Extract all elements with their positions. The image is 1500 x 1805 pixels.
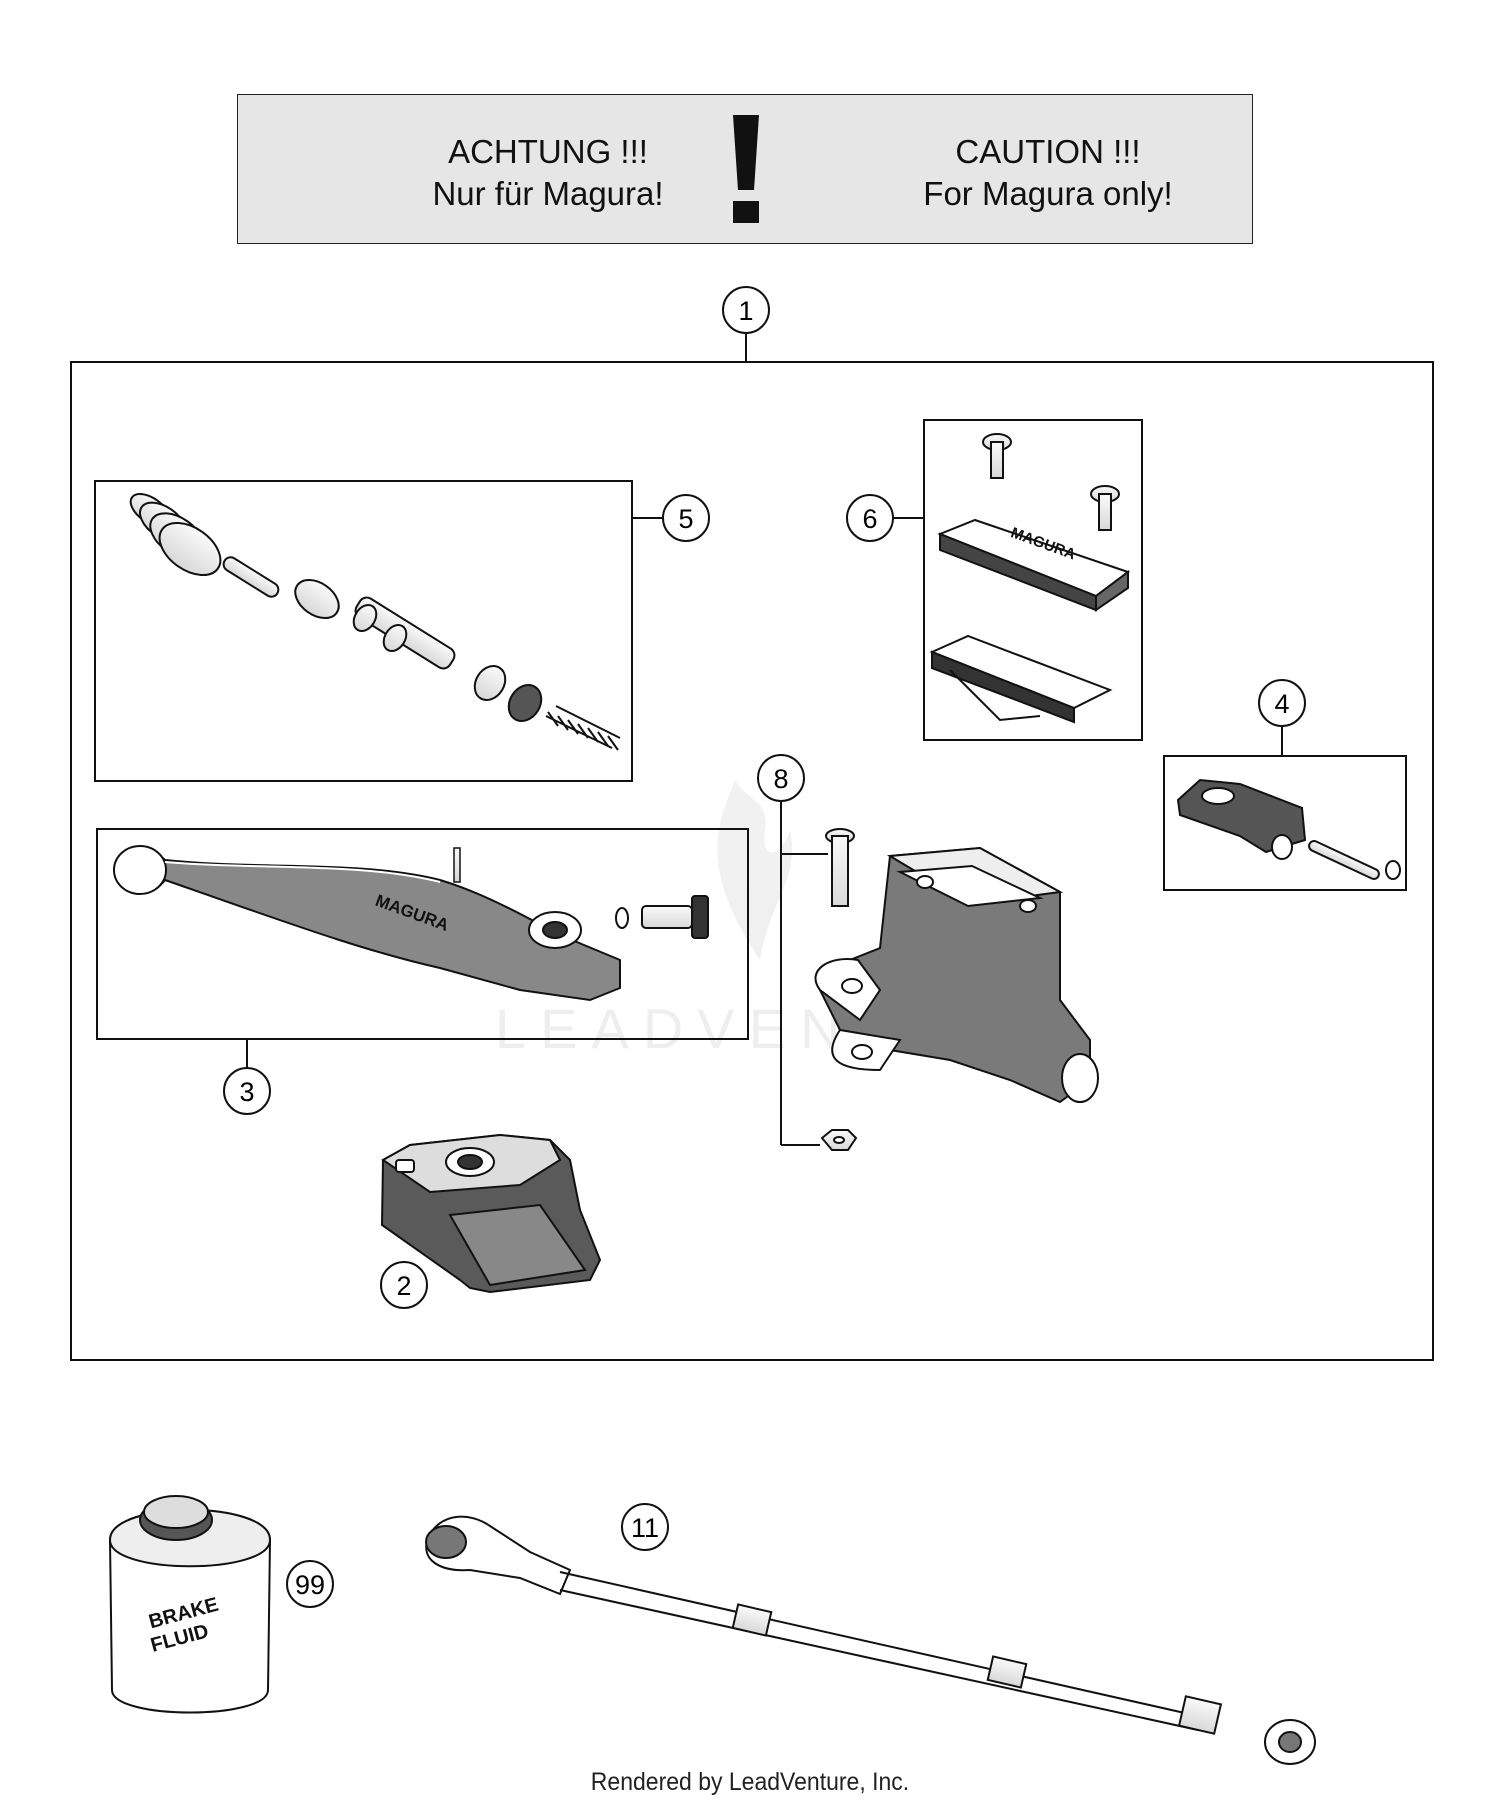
- screw-icon: [982, 433, 1120, 531]
- lever-pin-icon: [453, 847, 461, 883]
- part-4-group[interactable]: 4: [1163, 679, 1407, 891]
- pivot-bolt-icon: [825, 828, 855, 907]
- part-3-group[interactable]: 3 MAGURA: [96, 828, 749, 1115]
- part-5-group[interactable]: 5: [94, 480, 710, 782]
- caution-english: CAUTION !!! For Magura only!: [858, 131, 1238, 215]
- callout-99-label: 99: [295, 1570, 325, 1600]
- washer-icon: [294, 578, 340, 620]
- caution-en-line1: CAUTION !!!: [955, 133, 1141, 170]
- callout-3-label: 3: [239, 1077, 254, 1107]
- callout-11-label: 11: [631, 1513, 659, 1543]
- caution-banner: ACHTUNG !!! Nur für Magura! CAUTION !!! …: [237, 94, 1253, 244]
- pin-icon: [222, 556, 280, 598]
- lever-cover-icon: [380, 1133, 602, 1294]
- spring-icon: [545, 705, 621, 751]
- part-4-frame: [1163, 755, 1407, 891]
- callout-4-label: 4: [1274, 689, 1289, 719]
- exclamation-icon: [721, 115, 771, 230]
- caution-de-line1: ACHTUNG !!!: [448, 133, 648, 170]
- clamp-pin-icon: [1308, 840, 1380, 880]
- part-8-group[interactable]: 8: [757, 754, 858, 1151]
- part-2-group[interactable]: 2: [380, 1133, 602, 1309]
- adjuster-knob-icon: [641, 895, 709, 939]
- part-99-group[interactable]: BRAKE FLUID 99: [108, 1495, 334, 1714]
- footer-credit: Rendered by LeadVenture, Inc.: [590, 1768, 910, 1796]
- callout-1-label: 1: [738, 296, 753, 326]
- o-ring-icon: [507, 684, 543, 722]
- clamp-icon: [1176, 778, 1307, 860]
- brake-lever-icon: MAGURA: [113, 845, 621, 1002]
- master-cylinder-icon: [814, 846, 1099, 1104]
- dust-boot-icon: [129, 493, 222, 577]
- part-6-group[interactable]: 6 MAGURA: [846, 419, 1143, 741]
- caution-german: ACHTUNG !!! Nur für Magura!: [358, 131, 738, 215]
- brake-line-icon: [425, 1515, 1316, 1765]
- part-5-frame: [94, 480, 633, 782]
- piston-icon: [352, 596, 456, 670]
- caution-en-line2: For Magura only!: [923, 175, 1173, 212]
- callout-5-label: 5: [678, 504, 693, 534]
- part-6-frame: [923, 419, 1143, 741]
- nut-icon: [820, 1129, 858, 1151]
- caution-de-line2: Nur für Magura!: [432, 175, 664, 212]
- lever-o-ring-icon: [615, 907, 629, 929]
- callout-2-label: 2: [396, 1271, 411, 1301]
- callout-6-label: 6: [862, 504, 877, 534]
- reservoir-cover-icon: MAGURA: [937, 518, 1131, 612]
- callout-1[interactable]: 1: [722, 286, 770, 362]
- callout-8-label: 8: [773, 764, 788, 794]
- diaphragm-icon: [929, 634, 1113, 724]
- part-11-group[interactable]: 11: [425, 1503, 1316, 1765]
- clamp-washer-icon: [1385, 860, 1401, 880]
- part-3-frame: [96, 828, 749, 1040]
- assembly-frame: [70, 361, 1434, 1361]
- seal-icon: [473, 665, 507, 701]
- brake-fluid-bottle-icon: BRAKE FLUID: [108, 1495, 272, 1714]
